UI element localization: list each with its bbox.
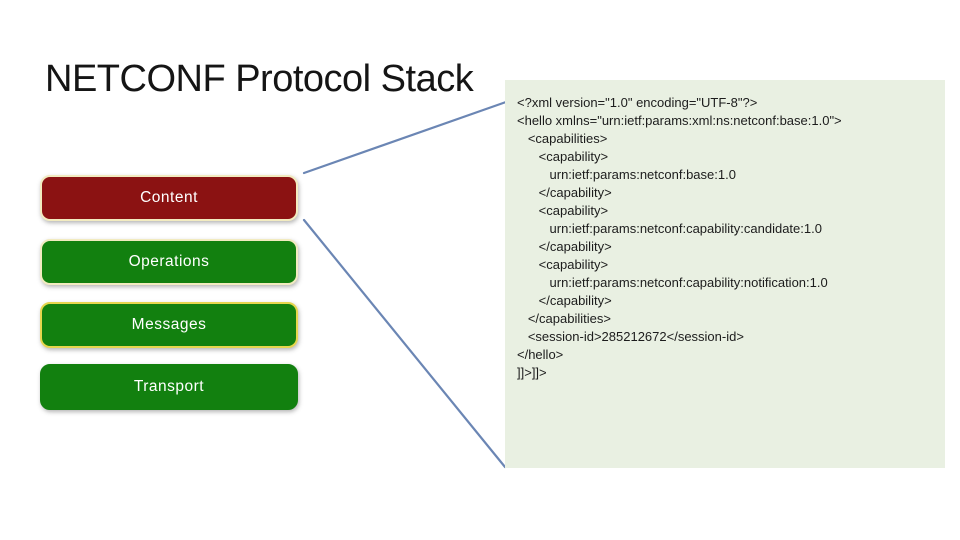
code-line: <capability>	[517, 149, 609, 164]
stack-layer-content: Content	[40, 175, 298, 221]
code-line: <capability>	[517, 257, 609, 272]
stack-layer-label: Messages	[131, 316, 207, 333]
callout-line-bottom	[302, 218, 507, 469]
stack-layer-transport: Transport	[40, 364, 298, 410]
code-line: <capability>	[517, 203, 609, 218]
callout-line-top	[302, 100, 508, 175]
code-line: </hello>	[517, 347, 564, 362]
stack-layer-label: Content	[140, 189, 198, 206]
stack-layer-messages: Messages	[40, 302, 298, 348]
code-line: urn:ietf:params:netconf:base:1.0	[517, 167, 736, 182]
code-line: urn:ietf:params:netconf:capability:notif…	[517, 275, 828, 290]
code-line: <?xml version="1.0" encoding="UTF-8"?>	[517, 95, 758, 110]
code-line: urn:ietf:params:netconf:capability:candi…	[517, 221, 822, 236]
stack-layer-operations: Operations	[40, 239, 298, 285]
xml-code-panel: <?xml version="1.0" encoding="UTF-8"?> <…	[505, 80, 945, 468]
stack-layer-label: Transport	[133, 378, 205, 395]
code-line: <session-id>285212672</session-id>	[517, 329, 744, 344]
code-line: </capability>	[517, 239, 612, 254]
code-line: ]]>]]>	[517, 365, 547, 380]
code-line: </capability>	[517, 185, 612, 200]
page-title: NETCONF Protocol Stack	[45, 58, 474, 100]
code-line: <hello xmlns="urn:ietf:params:xml:ns:net…	[517, 113, 842, 128]
code-line: </capabilities>	[517, 311, 611, 326]
code-line: </capability>	[517, 293, 612, 308]
stack-layer-label: Operations	[128, 253, 210, 270]
code-line: <capabilities>	[517, 131, 608, 146]
